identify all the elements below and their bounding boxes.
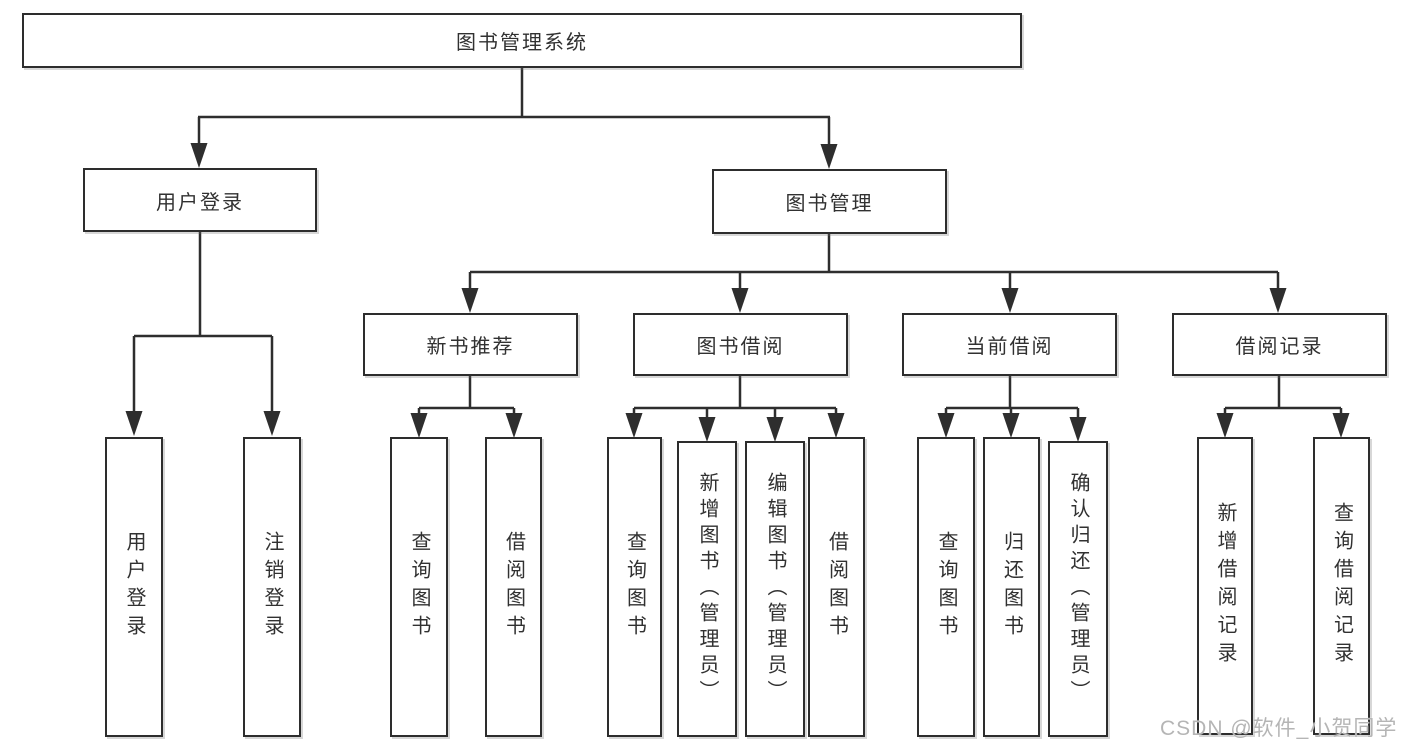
- node-new-book-recommendation: 新书推荐: [363, 313, 578, 376]
- leaf-query-books-current: 查询图书: [917, 437, 975, 737]
- leaf-query-books-borrowing: 查询图书: [607, 437, 662, 737]
- leaf-borrow-books-recommend: 借阅图书: [485, 437, 542, 737]
- leaf-query-books-recommend: 查询图书: [390, 437, 448, 737]
- node-current-borrowing: 当前借阅: [902, 313, 1117, 376]
- arrowheads: [125, 143, 1350, 442]
- node-user-login: 用户登录: [83, 168, 317, 232]
- node-book-borrowing: 图书借阅: [633, 313, 848, 376]
- leaf-confirm-return-admin: 确认归还（管理员）: [1048, 441, 1108, 737]
- leaf-return-books: 归还图书: [983, 437, 1040, 737]
- leaf-logout: 注销登录: [243, 437, 301, 737]
- leaf-edit-books-admin: 编辑图书（管理员）: [745, 441, 805, 737]
- leaf-user-login: 用户登录: [105, 437, 163, 737]
- leaf-add-borrow-record: 新增借阅记录: [1197, 437, 1253, 735]
- node-book-management: 图书管理: [712, 169, 947, 234]
- leaf-borrow-books-borrowing: 借阅图书: [808, 437, 865, 737]
- node-library-management-system: 图书管理系统: [22, 13, 1022, 68]
- leaf-add-books-admin: 新增图书（管理员）: [677, 441, 737, 737]
- leaf-query-borrow-record: 查询借阅记录: [1313, 437, 1370, 735]
- watermark: CSDN @软件_小贺同学: [1160, 717, 1398, 740]
- node-borrowing-records: 借阅记录: [1172, 313, 1387, 376]
